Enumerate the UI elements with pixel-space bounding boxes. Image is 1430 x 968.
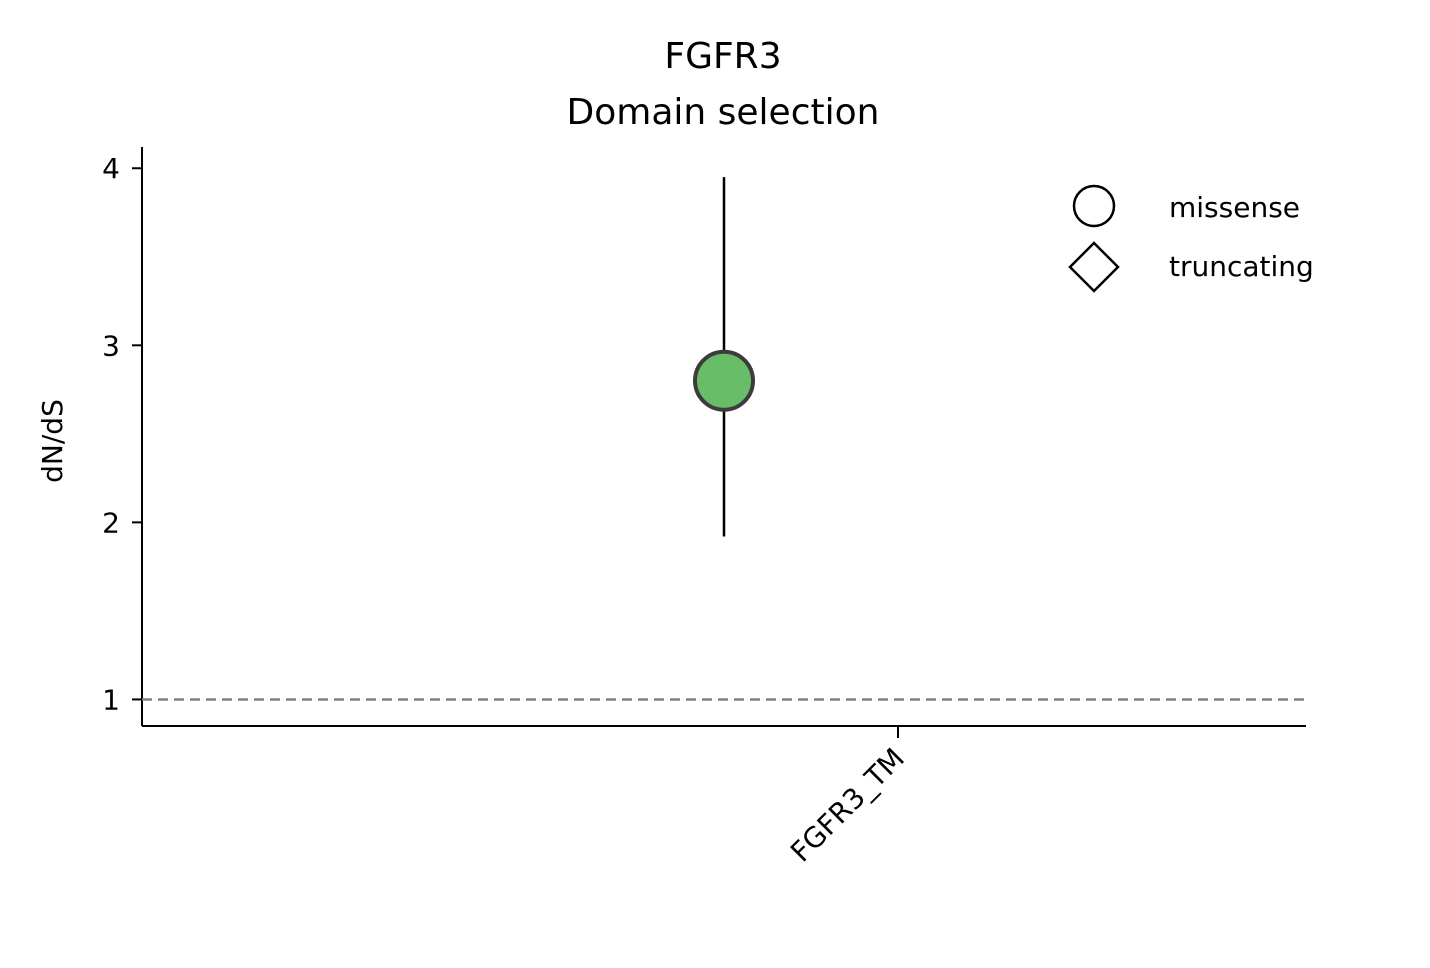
y-tick-label: 4	[102, 152, 120, 185]
chart-subtitle: Domain selection	[567, 92, 880, 133]
x-ticks: FGFR3_TM	[784, 726, 911, 869]
legend: missense truncating	[1068, 184, 1314, 293]
legend-truncating-label: truncating	[1169, 250, 1314, 283]
legend-missense-label: missense	[1169, 191, 1300, 224]
missense-point	[693, 349, 755, 412]
x-tick-label: FGFR3_TM	[784, 742, 911, 869]
y-tick-label: 1	[102, 683, 120, 716]
y-axis-label: dN/dS	[36, 399, 69, 483]
legend-truncating-marker	[1068, 241, 1120, 293]
data-marks	[693, 177, 755, 537]
y-ticks: 1 2 3 4	[102, 152, 142, 716]
chart-title: FGFR3	[664, 36, 781, 77]
y-tick-label: 2	[102, 506, 120, 539]
y-tick-label: 3	[102, 329, 120, 362]
legend-missense-marker	[1072, 184, 1116, 228]
